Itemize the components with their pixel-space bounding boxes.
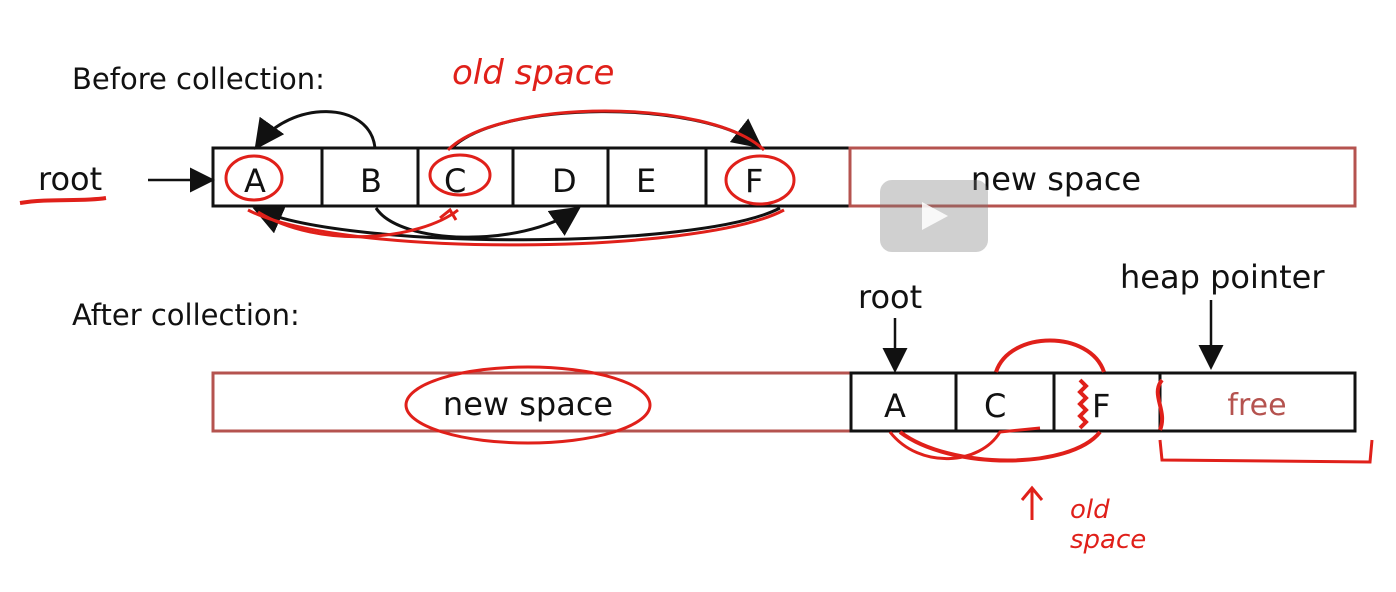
pointer-f-to-a <box>252 205 781 242</box>
red-trace-c-to-f-after <box>994 338 1106 373</box>
heap-pointer-label: heap pointer <box>1120 258 1325 296</box>
pointer-b-to-a <box>254 110 377 150</box>
after-root-label: root <box>858 278 922 316</box>
after-collection-heading: After collection: <box>72 298 300 332</box>
after-cell-c: C <box>984 387 1006 425</box>
free-label: free <box>1227 388 1286 423</box>
before-cell-c: C <box>444 162 466 200</box>
before-root-label: root <box>38 160 102 198</box>
before-new-space-box <box>848 146 1357 208</box>
before-cell-f: F <box>745 162 763 200</box>
pointer-c-to-f <box>450 110 763 150</box>
circle-c-annotation <box>428 153 492 197</box>
pointer-b-to-d <box>374 206 581 239</box>
old-annotation-line1: old <box>1070 495 1110 525</box>
red-trace-f-to-a-after <box>898 430 1102 463</box>
before-new-space-label: new space <box>971 160 1141 198</box>
play-icon <box>922 202 948 230</box>
play-button[interactable] <box>880 180 988 252</box>
before-collection-heading: Before collection: <box>72 62 325 96</box>
up-arrow-annotation <box>1020 485 1044 520</box>
red-trace-c-to-f <box>446 109 766 152</box>
circle-a-annotation <box>224 154 284 202</box>
before-cell-b: B <box>360 162 382 200</box>
before-cell-d: D <box>552 162 577 200</box>
free-bracket-annotation <box>1158 439 1374 464</box>
old-annotation-line2: space <box>1070 525 1146 555</box>
red-trace-f-to-a <box>247 208 785 247</box>
after-cell-a: A <box>884 387 906 425</box>
boundary-scribble <box>1077 378 1089 430</box>
after-cell-f: F <box>1092 387 1110 425</box>
after-old-space-box <box>849 371 1357 433</box>
before-cell-a: A <box>244 162 266 200</box>
red-trace-a-to-c-after <box>888 426 1041 461</box>
root-underline-annotation <box>19 196 107 205</box>
after-new-space-label: new space <box>443 385 613 423</box>
before-cell-e: E <box>636 162 656 200</box>
circle-new-space-annotation <box>404 365 652 445</box>
circle-f-annotation <box>724 154 796 206</box>
old-space-annotation: old space <box>452 53 614 93</box>
red-trace-a-to-c <box>257 208 459 239</box>
